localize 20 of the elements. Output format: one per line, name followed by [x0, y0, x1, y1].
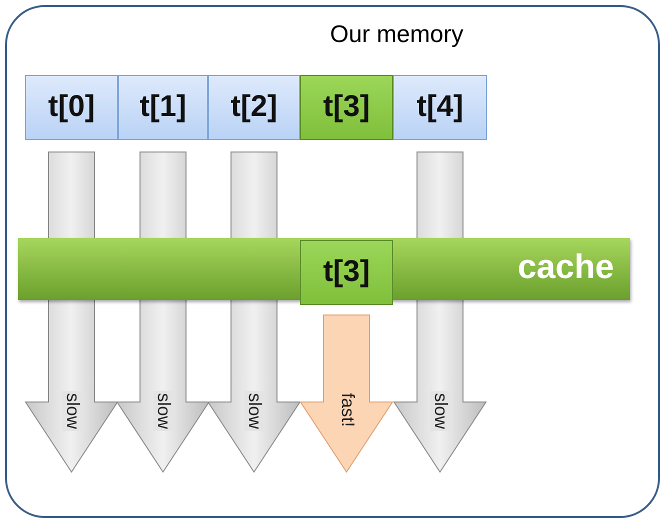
cell-label: t[3] — [322, 90, 371, 124]
edge-label: slow — [430, 391, 451, 432]
block-arrow — [300, 314, 394, 473]
cache-label: cache — [518, 248, 614, 287]
cached-cell — [300, 75, 393, 140]
edge-label: slow — [244, 391, 265, 432]
edge-label: slow — [153, 391, 174, 432]
memory-panel — [5, 5, 660, 518]
cell-label: t[4] — [416, 90, 464, 124]
edge-label: slow — [62, 391, 82, 432]
memory-cell — [25, 75, 118, 140]
panel-title: Our memory — [330, 21, 464, 49]
memory-cell — [118, 75, 208, 140]
memory-cell — [208, 75, 300, 140]
cell-label: t[1] — [138, 90, 188, 124]
cell-label: t[3] — [322, 255, 371, 289]
cell-label: t[2] — [230, 90, 278, 124]
cell-label: t[0] — [47, 90, 96, 124]
memory-cell — [393, 75, 487, 140]
cached-cell — [300, 240, 393, 305]
